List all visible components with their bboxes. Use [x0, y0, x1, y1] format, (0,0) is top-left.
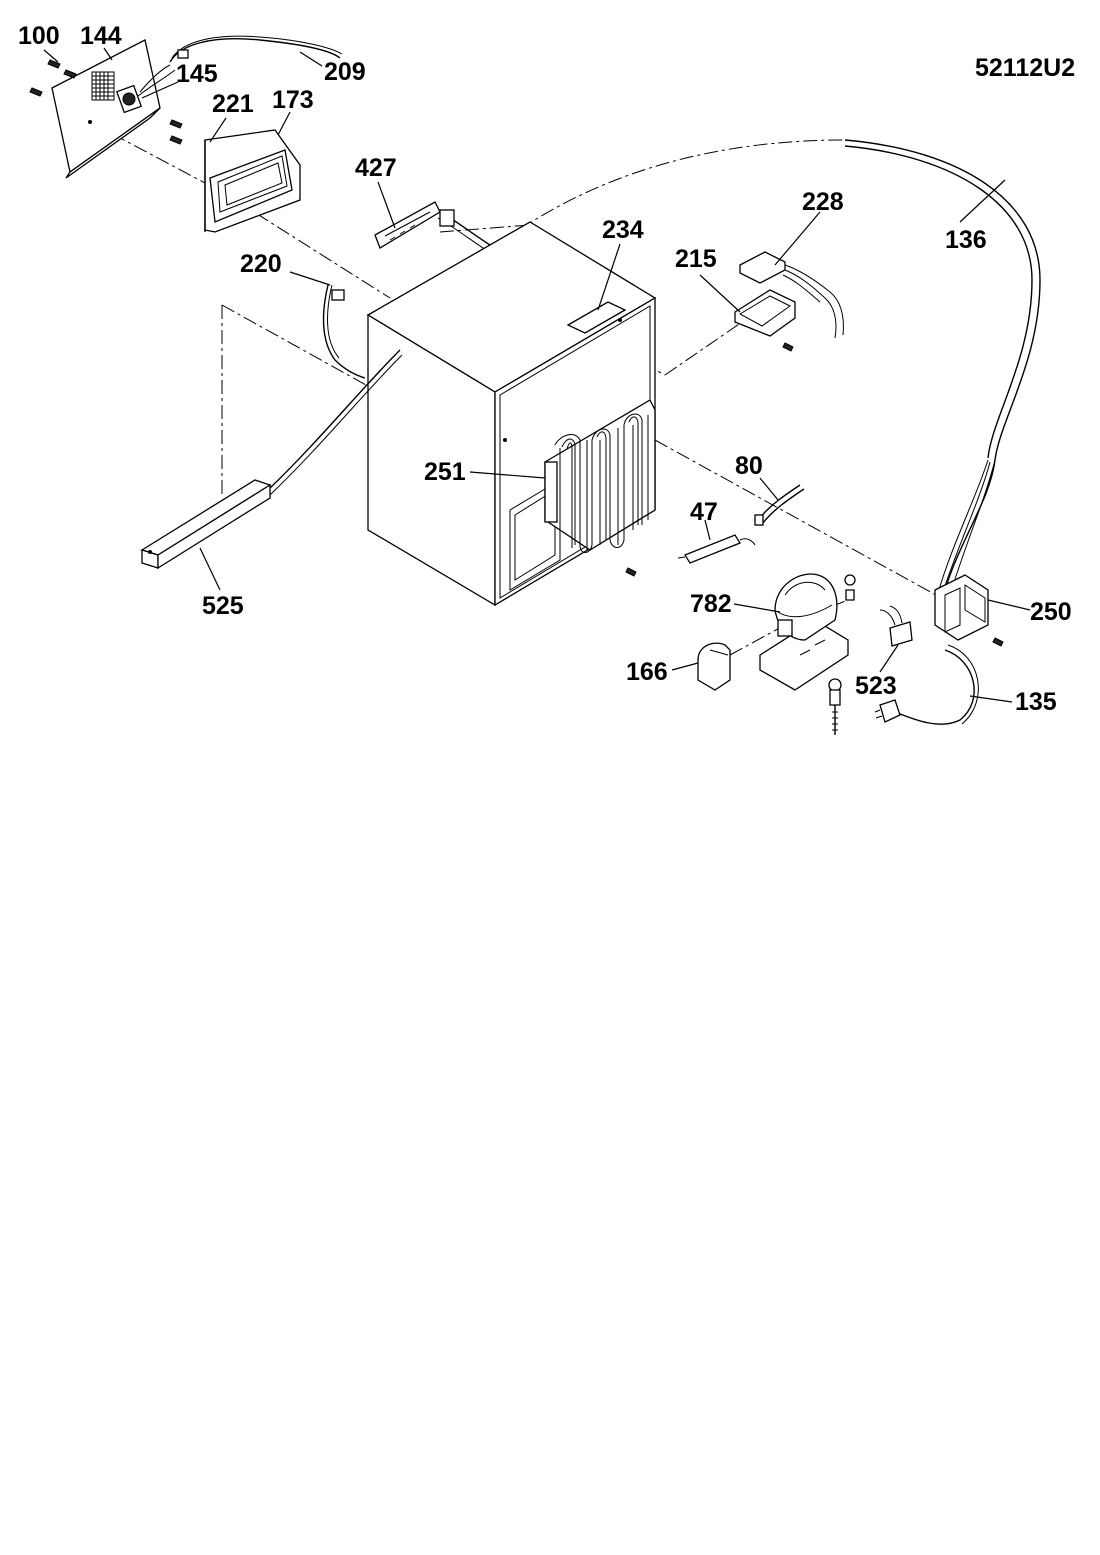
callout-523: 523	[855, 672, 897, 700]
condenser-251	[544, 399, 656, 577]
compressor-782	[759, 573, 856, 735]
screw-icon	[169, 119, 183, 129]
callout-525: 525	[202, 592, 244, 620]
tube-80	[754, 484, 805, 526]
callout-215: 215	[675, 245, 717, 273]
callout-250: 250	[1030, 598, 1072, 626]
heater-plate-173	[169, 119, 301, 233]
callout-100: 100	[18, 22, 60, 50]
cover-166	[697, 642, 731, 691]
display-board-427	[374, 201, 491, 251]
callout-173: 173	[272, 86, 314, 114]
callout-782: 782	[690, 590, 732, 618]
terminal-box-250	[934, 574, 1004, 647]
washer-icon	[828, 678, 842, 692]
screw-icon	[992, 637, 1004, 647]
capacitor-523	[879, 605, 913, 647]
screw-icon	[63, 69, 77, 79]
callout-228: 228	[802, 188, 844, 216]
cable-209	[169, 35, 343, 63]
callout-427: 427	[355, 154, 397, 182]
cable-136	[844, 139, 1041, 596]
callout-135: 135	[1015, 688, 1057, 716]
callout-234: 234	[602, 216, 644, 244]
callout-80: 80	[735, 452, 763, 480]
callout-221: 221	[212, 90, 254, 118]
screw-icon	[625, 567, 637, 577]
callout-220: 220	[240, 250, 282, 278]
callout-209: 209	[324, 58, 366, 86]
control-board-215	[734, 289, 796, 352]
back-panel-144	[29, 39, 161, 179]
cable-to-bar	[267, 349, 403, 496]
callout-144: 144	[80, 22, 122, 50]
cabinet-body	[366, 221, 657, 607]
screw-icon	[29, 87, 43, 97]
screw-icon	[782, 342, 794, 352]
vent-grille	[91, 71, 115, 101]
callout-166: 166	[626, 658, 668, 686]
screw-icon	[169, 135, 183, 145]
fan-145	[115, 64, 176, 114]
callout-136: 136	[945, 226, 987, 254]
power-cord-135	[874, 644, 979, 725]
washer-icon	[844, 574, 856, 586]
leader-lines	[43, 47, 1031, 703]
callout-47: 47	[690, 498, 718, 526]
drawing-code: 52112U2	[975, 54, 1075, 82]
bar-525	[140, 479, 272, 570]
sensor-220	[322, 284, 366, 379]
relay-board-228	[739, 251, 844, 339]
callout-labels: 100 144 145 209 221 173 427 228 234 215 …	[18, 22, 1072, 716]
callout-145: 145	[176, 60, 218, 88]
drier-47	[677, 534, 756, 564]
callout-251: 251	[424, 458, 466, 486]
screw-icon	[47, 59, 61, 69]
